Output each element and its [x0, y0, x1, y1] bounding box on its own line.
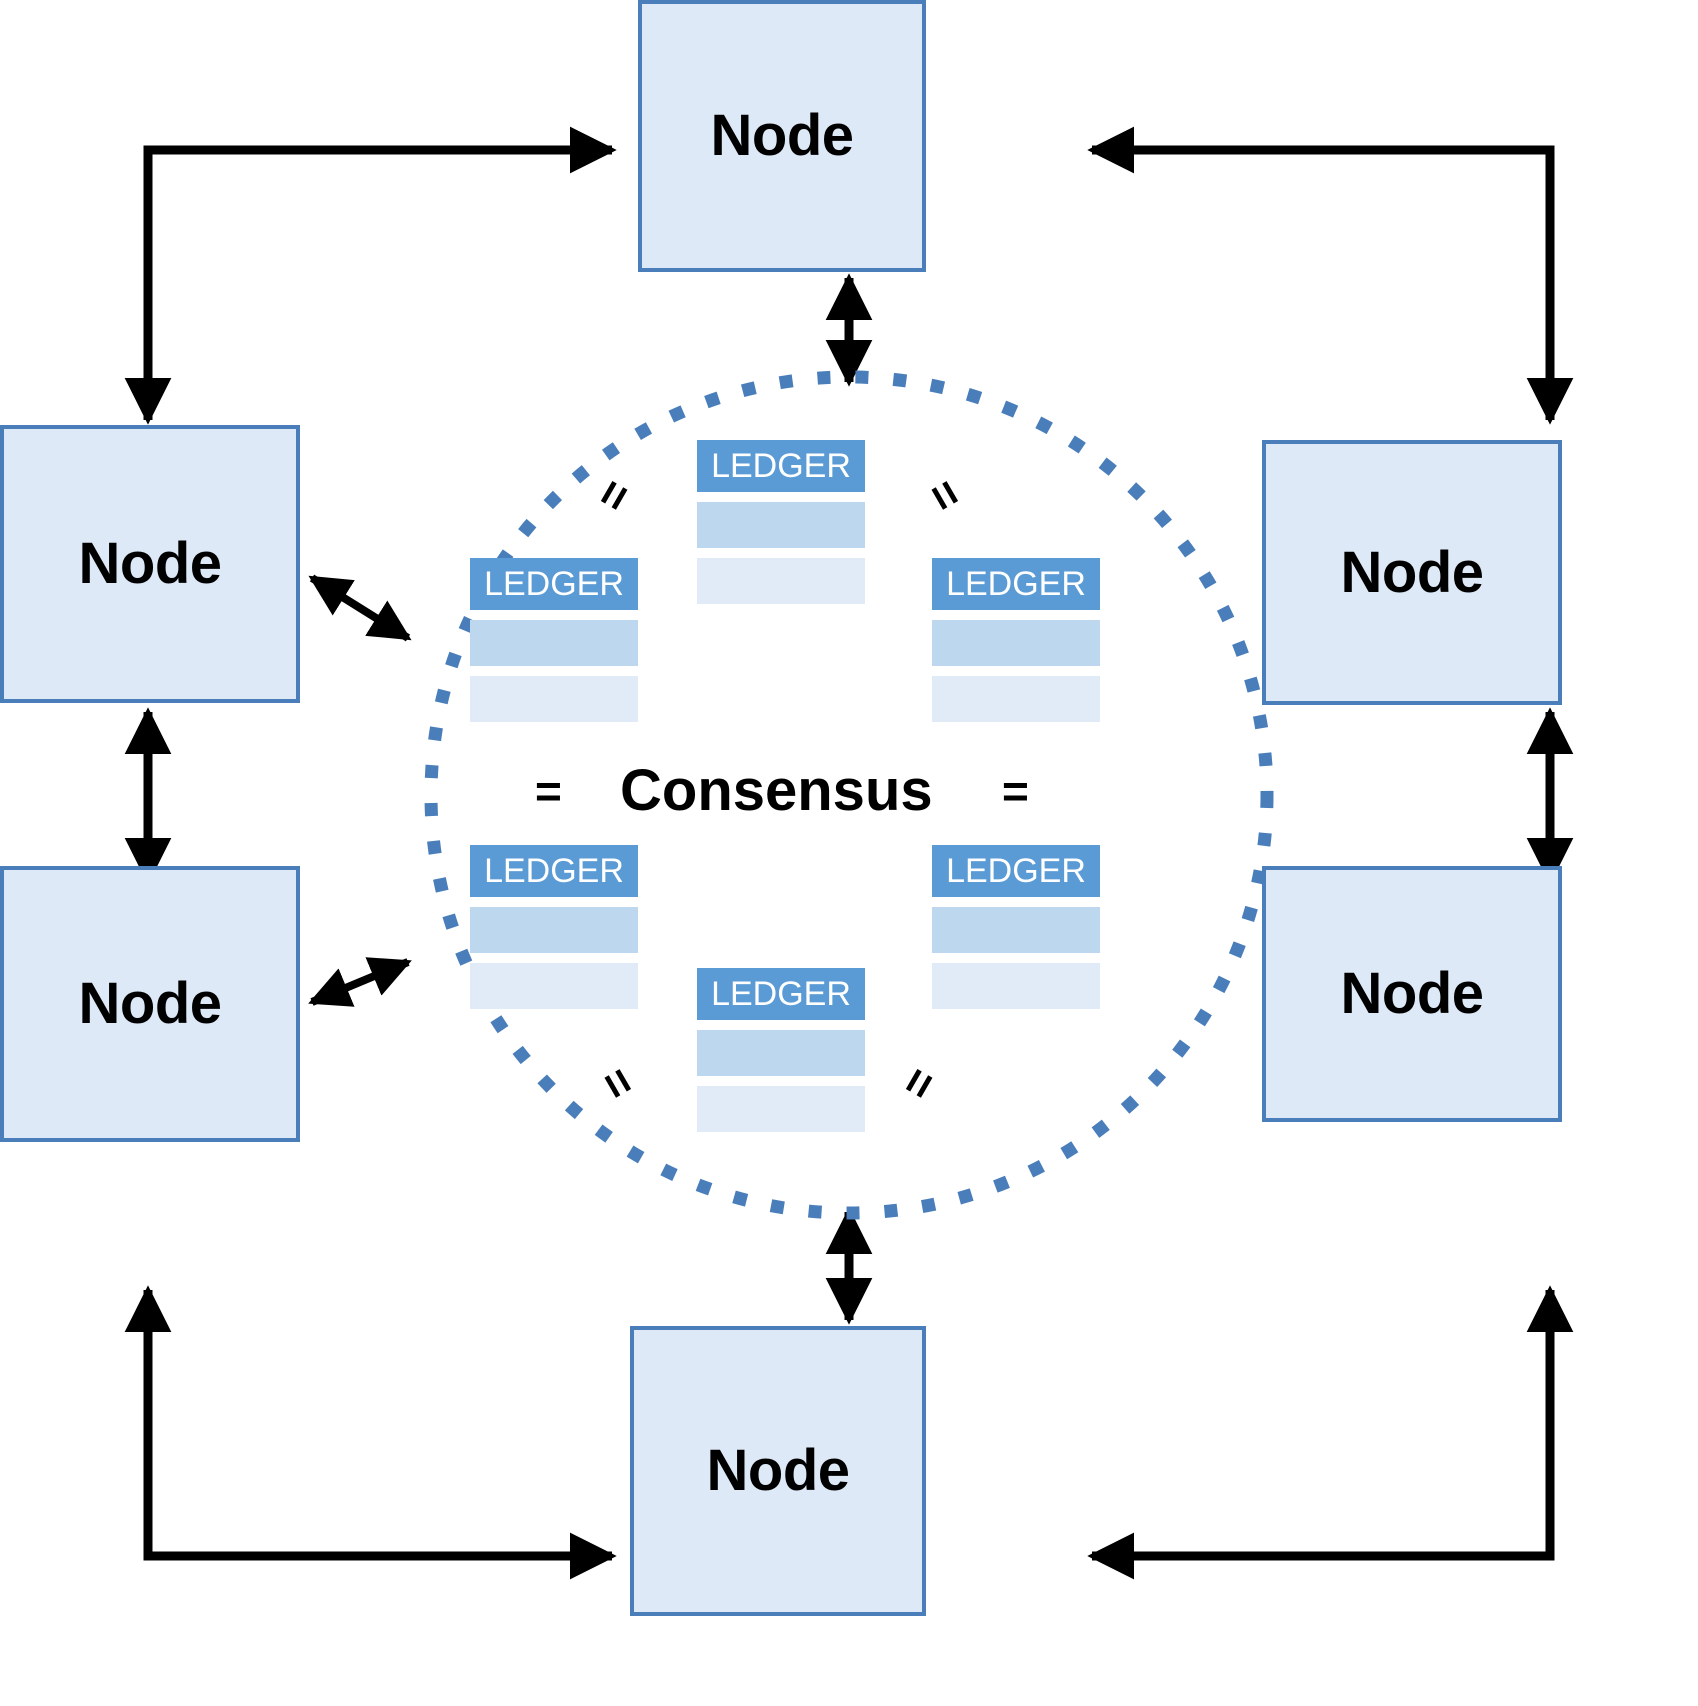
node-box-left-lower[interactable]: Node — [0, 866, 300, 1142]
ledger-header: LEDGER — [932, 845, 1100, 897]
ledger-card-upper-right[interactable]: LEDGER — [932, 558, 1100, 722]
ledger-card-upper-left[interactable]: LEDGER — [470, 558, 638, 722]
ledger-row-2 — [932, 676, 1100, 722]
node-label: Node — [78, 971, 223, 1036]
consensus-label: Consensus — [620, 758, 933, 823]
node-box-top[interactable]: Node — [638, 0, 926, 272]
link-left-upper-node-to-consensus — [308, 574, 412, 642]
node-box-left-upper[interactable]: Node — [0, 425, 300, 703]
ledger-row-1 — [932, 907, 1100, 953]
node-label: Node — [706, 1438, 851, 1503]
ledger-row-2 — [470, 963, 638, 1009]
node-label: Node — [1340, 539, 1485, 605]
ledger-row-2 — [697, 1086, 865, 1132]
link-left-lower-node-to-consensus — [308, 957, 412, 1007]
ledger-card-bottom[interactable]: LEDGER — [697, 968, 865, 1132]
ledger-row-1 — [697, 502, 865, 548]
ledger-card-lower-left[interactable]: LEDGER — [470, 845, 638, 1009]
ledger-row-2 — [932, 963, 1100, 1009]
ledger-row-1 — [697, 1030, 865, 1076]
node-box-right-lower[interactable]: Node — [1262, 866, 1562, 1122]
link-bottomleft-to-bottom-node — [143, 1480, 617, 1580]
link-topright-to-top-node — [1087, 126, 1555, 230]
equals-icon-mid-right: = — [1002, 765, 1029, 817]
ledger-row-1 — [470, 620, 638, 666]
ledger-row-2 — [697, 558, 865, 604]
node-box-right-upper[interactable]: Node — [1262, 440, 1562, 705]
ledger-row-1 — [470, 907, 638, 953]
node-label: Node — [710, 103, 855, 168]
ledger-card-lower-right[interactable]: LEDGER — [932, 845, 1100, 1009]
ledger-header: LEDGER — [697, 440, 865, 492]
ledger-row-2 — [470, 676, 638, 722]
equals-icon-mid-left: = — [535, 765, 562, 817]
node-label: Node — [1340, 961, 1485, 1026]
ledger-header: LEDGER — [932, 558, 1100, 610]
link-bottomright-to-bottom-node — [1087, 1480, 1555, 1580]
ledger-header: LEDGER — [697, 968, 865, 1020]
ledger-row-1 — [932, 620, 1100, 666]
ledger-card-top[interactable]: LEDGER — [697, 440, 865, 604]
ledger-header: LEDGER — [470, 845, 638, 897]
consensus-circle — [424, 370, 1274, 1220]
ledger-header: LEDGER — [470, 558, 638, 610]
link-topleft-to-top-node — [143, 126, 617, 230]
node-box-bottom[interactable]: Node — [630, 1326, 926, 1616]
node-label: Node — [78, 531, 223, 596]
